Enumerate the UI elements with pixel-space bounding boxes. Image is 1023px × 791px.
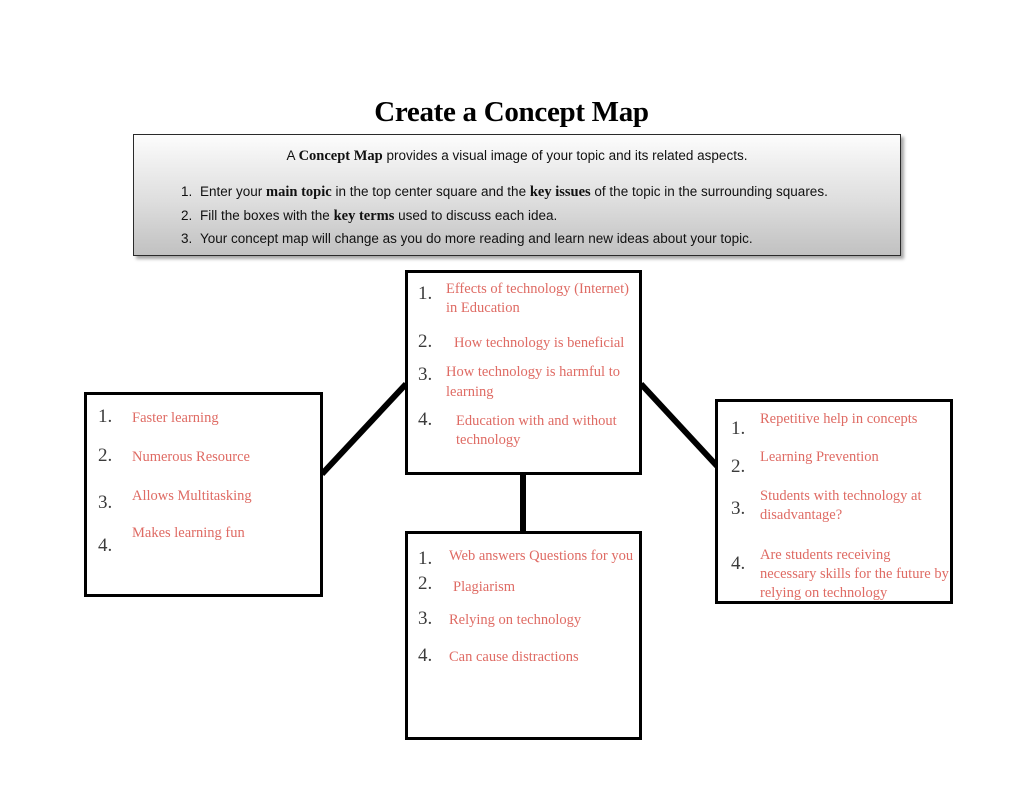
row-number: 1. bbox=[418, 283, 433, 304]
row-number: 1. bbox=[731, 418, 746, 439]
step-bold-2: key issues bbox=[529, 184, 591, 201]
row-number: 2. bbox=[731, 456, 746, 478]
concept-row: 4. Makes learning fun bbox=[87, 524, 320, 555]
benefits-box[interactable]: 1. Faster learning 2. Numerous Resource … bbox=[84, 392, 323, 597]
row-number: 2. bbox=[418, 331, 433, 353]
instruction-lead-bold: Concept Map bbox=[298, 148, 383, 164]
concept-row: 4. Education with and without technology bbox=[408, 408, 639, 450]
questions-box[interactable]: 1. Repetitive help in concepts 2. Learni… bbox=[715, 399, 953, 604]
row-text: Web answers Questions for you bbox=[449, 548, 634, 564]
row-text: How technology is harmful to learning bbox=[446, 364, 620, 400]
row-text: Numerous Resource bbox=[132, 449, 250, 466]
row-number: 3. bbox=[418, 364, 433, 386]
row-number: 4. bbox=[98, 535, 113, 557]
instruction-lead-pre: A bbox=[286, 148, 299, 163]
concept-row: 2. Plagiarism bbox=[408, 574, 639, 597]
page-title: Create a Concept Map bbox=[374, 96, 649, 128]
step-text-mid: in the top center square and the bbox=[331, 184, 530, 200]
step-text-pre: Your concept map will change as you do m… bbox=[200, 231, 753, 247]
row-text: Allows Multitasking bbox=[132, 488, 252, 505]
step-text-post: of the topic in the surrounding squares. bbox=[590, 184, 828, 200]
step-number: 2. bbox=[181, 207, 193, 223]
concept-row: 1. Faster learning bbox=[87, 406, 320, 428]
row-text: Are students receiving necessary skills … bbox=[760, 546, 949, 601]
connector-center-to-left bbox=[319, 381, 409, 477]
row-text: Education with and without technology bbox=[456, 412, 617, 448]
instruction-steps: 1. Enter your main topic in the top cente… bbox=[148, 181, 886, 251]
row-text: How technology is beneficial bbox=[454, 335, 625, 352]
concept-row: 2. Numerous Resource bbox=[87, 445, 320, 467]
instruction-step-2: 2. Fill the boxes with the key terms used… bbox=[148, 205, 886, 228]
row-text: Plagiarism bbox=[453, 579, 516, 596]
concept-row: 3. Allows Multitasking bbox=[87, 487, 320, 512]
concept-row: 1. Effects of technology (Internet) in E… bbox=[408, 280, 639, 318]
row-number: 2. bbox=[418, 573, 433, 595]
concept-row: 2. How technology is beneficial bbox=[408, 331, 639, 353]
concept-row: 3. Students with technology at disadvant… bbox=[718, 487, 950, 525]
row-number: 2. bbox=[98, 445, 113, 467]
row-text: Makes learning fun bbox=[132, 525, 245, 542]
concept-row: 1. Repetitive help in concepts bbox=[718, 410, 950, 438]
instruction-step-3: 3. Your concept map will change as you do… bbox=[148, 228, 886, 251]
concept-row: 1. Web answers Questions for you bbox=[408, 547, 639, 569]
row-text: Faster learning bbox=[132, 410, 219, 426]
step-number: 3. bbox=[181, 231, 193, 247]
instruction-lead: A Concept Map provides a visual image of… bbox=[148, 147, 886, 165]
row-text: Can cause distractions bbox=[449, 649, 579, 666]
concept-row: 4. Are students receiving necessary skil… bbox=[718, 546, 950, 603]
instruction-panel: A Concept Map provides a visual image of… bbox=[133, 134, 901, 256]
step-text-pre: Fill the boxes with the bbox=[200, 207, 334, 223]
concept-row: 3. Relying on technology bbox=[408, 608, 639, 630]
row-text: Learning Prevention bbox=[760, 449, 879, 466]
row-number: 4. bbox=[418, 408, 433, 430]
row-number: 1. bbox=[98, 406, 113, 427]
instruction-step-1: 1. Enter your main topic in the top cente… bbox=[148, 181, 886, 204]
step-bold-1: key terms bbox=[333, 207, 395, 224]
step-text-pre: Enter your bbox=[200, 184, 267, 200]
row-number: 3. bbox=[418, 608, 433, 630]
step-number: 1. bbox=[181, 184, 193, 200]
row-number: 4. bbox=[731, 552, 746, 574]
row-text: Students with technology at disadvantage… bbox=[760, 488, 922, 524]
step-bold-1: main topic bbox=[266, 184, 332, 201]
main-topic-box[interactable]: 1. Effects of technology (Internet) in E… bbox=[405, 270, 642, 475]
row-number: 4. bbox=[418, 645, 433, 667]
harms-box[interactable]: 1. Web answers Questions for you 2. Plag… bbox=[405, 531, 642, 740]
connector-center-to-right bbox=[638, 381, 720, 469]
row-text: Repetitive help in concepts bbox=[760, 411, 918, 427]
row-number: 1. bbox=[418, 548, 433, 569]
step-text-post: used to discuss each idea. bbox=[394, 207, 558, 223]
concept-row: 4. Can cause distractions bbox=[408, 645, 639, 667]
row-number: 3. bbox=[98, 492, 113, 514]
concept-row: 2. Learning Prevention bbox=[718, 448, 950, 476]
row-text: Relying on technology bbox=[449, 612, 582, 629]
row-number: 3. bbox=[731, 498, 746, 520]
concept-row: 3. How technology is harmful to learning bbox=[408, 363, 639, 401]
instruction-lead-post: provides a visual image of your topic an… bbox=[382, 148, 748, 163]
row-text: Effects of technology (Internet) in Educ… bbox=[446, 281, 629, 317]
